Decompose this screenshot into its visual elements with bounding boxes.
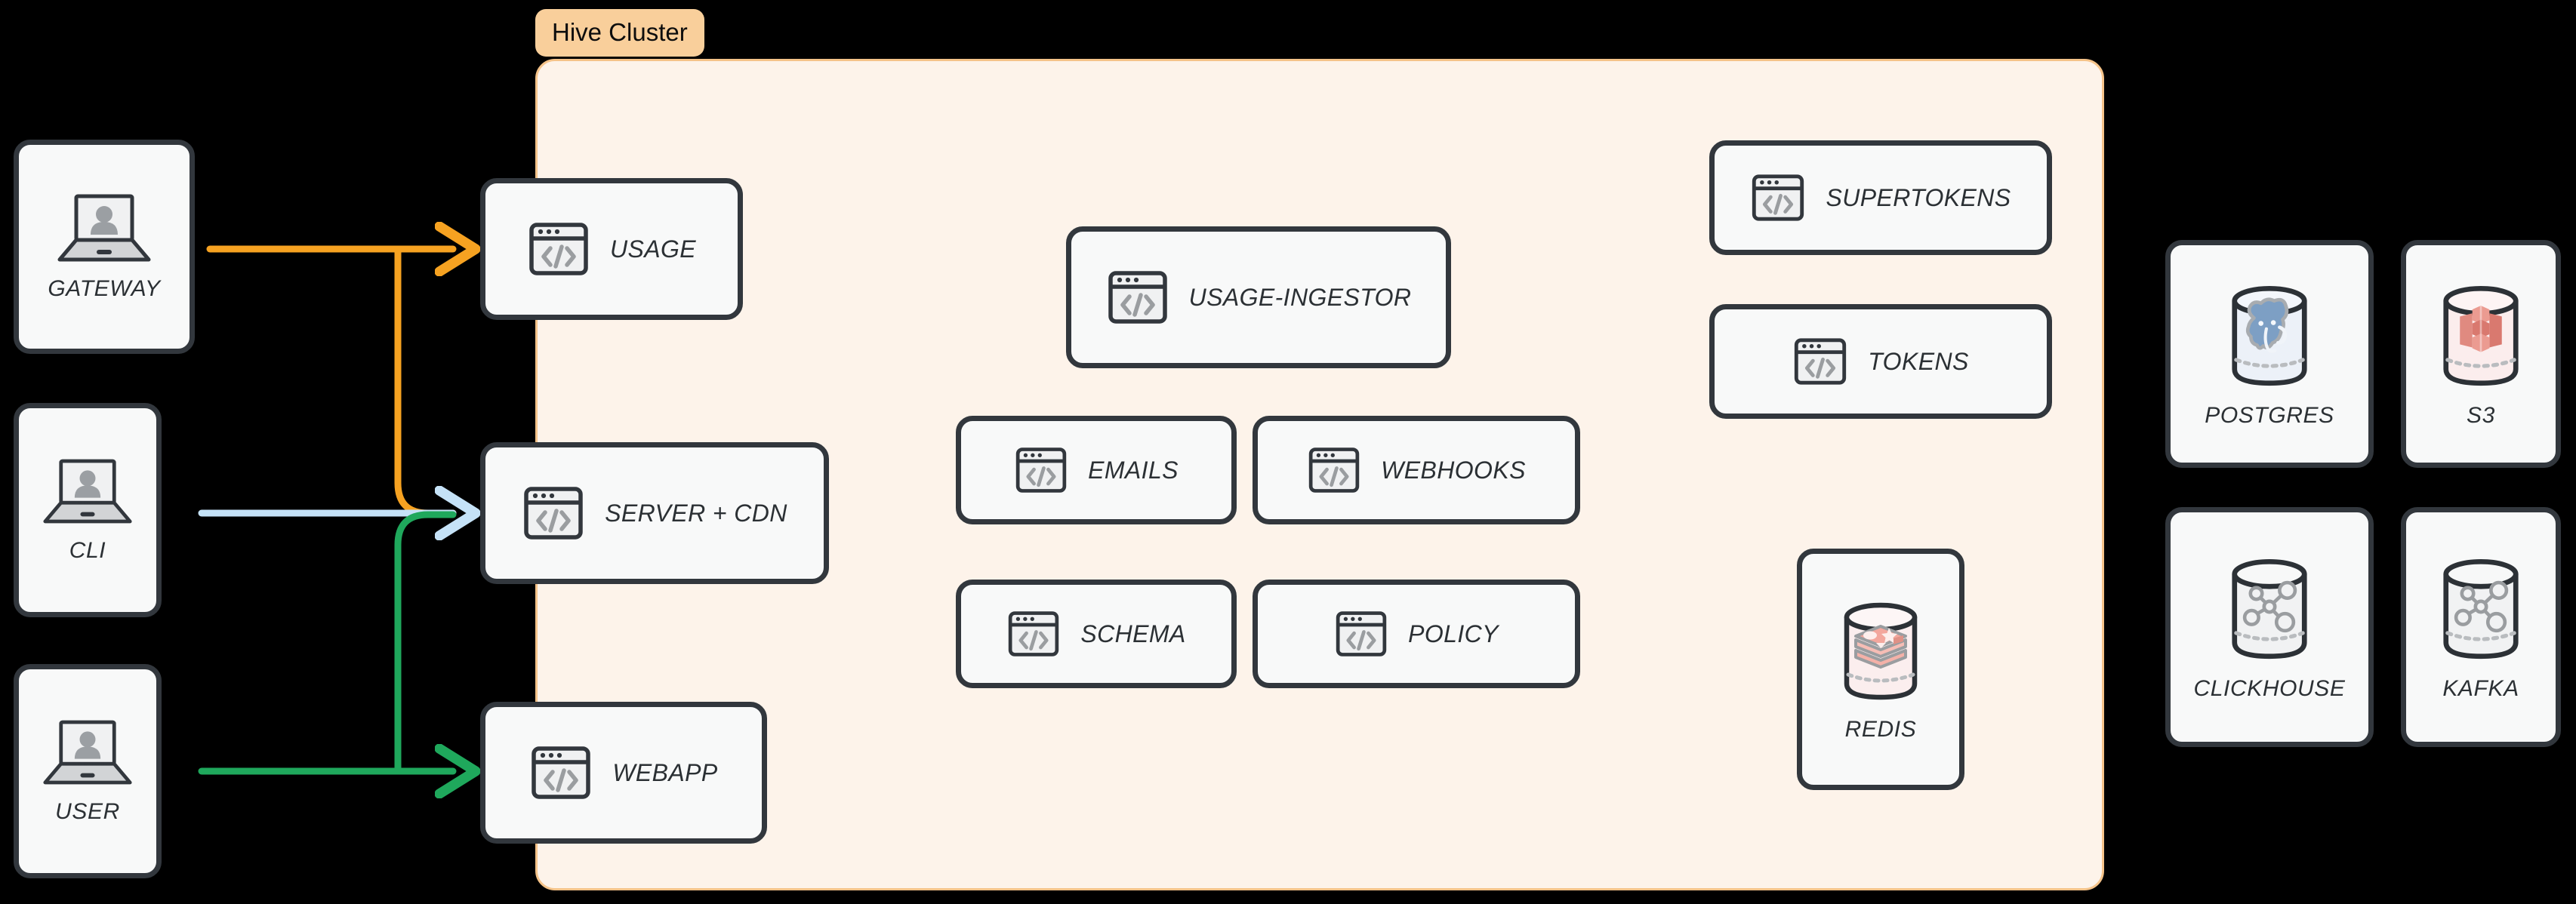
code-window-icon	[529, 741, 593, 804]
postgres-database-icon	[2217, 279, 2322, 391]
datastore-label: CLICKHOUSE	[2193, 676, 2346, 701]
client-label: GATEWAY	[48, 276, 161, 301]
service-node-webapp[interactable]: WEBAPP	[480, 702, 767, 844]
service-label: SERVER + CDN	[605, 499, 787, 527]
client-node-gateway[interactable]: GATEWAY	[14, 140, 195, 354]
code-window-icon	[1106, 266, 1169, 329]
datastore-node-redis[interactable]: REDIS	[1797, 549, 1964, 790]
service-label: USAGE	[609, 235, 697, 263]
service-node-usage-ingestor[interactable]: USAGE-INGESTOR	[1066, 226, 1451, 368]
laptop-user-icon	[42, 718, 133, 787]
datastore-label: POSTGRES	[2205, 403, 2334, 428]
graph-database-icon	[2217, 552, 2322, 664]
service-node-supertokens[interactable]: SUPERTOKENS	[1709, 140, 2052, 255]
datastore-node-kafka[interactable]: KAFKA	[2401, 507, 2561, 747]
code-window-icon	[1750, 170, 1806, 226]
client-node-user[interactable]: USER	[14, 664, 162, 878]
client-label: USER	[55, 799, 120, 824]
code-window-icon	[1307, 443, 1361, 497]
service-label: WEBHOOKS	[1381, 456, 1526, 484]
service-node-tokens[interactable]: TOKENS	[1709, 304, 2052, 419]
datastore-node-clickhouse[interactable]: CLICKHOUSE	[2165, 507, 2374, 747]
code-window-icon	[1014, 443, 1068, 497]
datastore-label: S3	[2467, 403, 2495, 428]
service-label: USAGE-INGESTOR	[1188, 283, 1412, 311]
wire-user-to-server-cdn	[394, 511, 457, 775]
service-label: POLICY	[1408, 620, 1499, 647]
datastore-node-postgres[interactable]: POSTGRES	[2165, 240, 2374, 468]
service-node-webhooks[interactable]: WEBHOOKS	[1253, 416, 1580, 524]
code-window-icon	[1334, 607, 1388, 661]
service-node-emails[interactable]: EMAILS	[956, 416, 1237, 524]
code-window-icon	[1006, 607, 1061, 661]
service-label: WEBAPP	[612, 758, 718, 786]
wire-gateway-to-server-cdn	[394, 245, 457, 517]
client-node-cli[interactable]: CLI	[14, 403, 162, 617]
service-node-policy[interactable]: POLICY	[1253, 580, 1580, 688]
hive-cluster-badge: Hive Cluster	[535, 9, 704, 57]
service-label: SCHEMA	[1080, 620, 1186, 647]
service-node-server-cdn[interactable]: SERVER + CDN	[480, 442, 829, 584]
datastore-label: KAFKA	[2442, 676, 2519, 701]
client-label: CLI	[69, 538, 106, 563]
service-label: SUPERTOKENS	[1826, 183, 2011, 211]
service-label: TOKENS	[1868, 347, 1969, 375]
service-node-schema[interactable]: SCHEMA	[956, 580, 1237, 688]
laptop-user-icon	[42, 457, 133, 526]
laptop-user-icon	[57, 192, 152, 264]
service-node-usage[interactable]: USAGE	[480, 178, 743, 320]
datastore-label: REDIS	[1844, 717, 1917, 742]
redis-database-icon	[1830, 596, 1931, 705]
s3-bucket-icon	[2429, 279, 2533, 391]
code-window-icon	[1792, 334, 1848, 389]
graph-database-icon	[2429, 552, 2533, 664]
service-label: EMAILS	[1088, 456, 1179, 484]
code-window-icon	[522, 481, 585, 545]
code-window-icon	[527, 217, 590, 281]
datastore-node-s3[interactable]: S3	[2401, 240, 2561, 468]
